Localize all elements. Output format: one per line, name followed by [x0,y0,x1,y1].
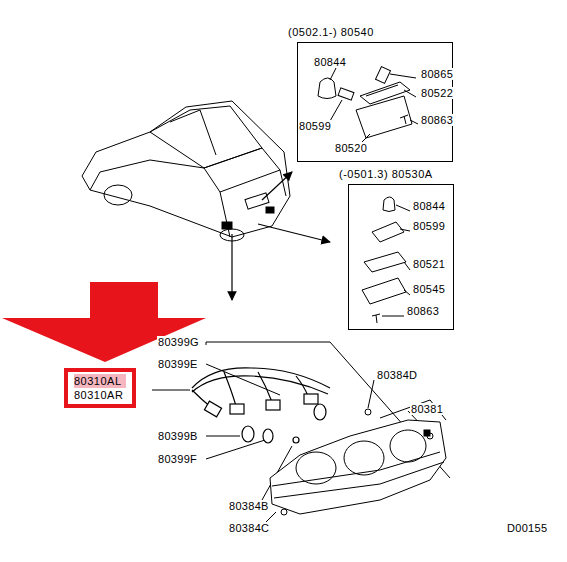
callout-number: D00155 [506,522,548,534]
callout-number: 80384D [376,369,418,381]
leader-lines [152,342,450,526]
license-lamp-parts-b [362,197,410,323]
callout-number: 80545 [412,283,446,295]
callout-number: 80863 [406,305,440,317]
callout-number: 80399B [157,430,199,442]
callout-number: 80599 [412,220,446,232]
view-arrow [232,172,330,300]
callout-number: 80844 [412,200,446,212]
callout-number: 80384C [228,522,270,534]
group-heading: (-0501.3) 80530A [337,168,435,180]
callout-number: 80399F [157,453,198,465]
callout-number: 80863 [420,114,454,126]
callout-number: 80381 [410,403,444,415]
callout-number: 80399E [157,358,199,370]
group-heading: (0502.1-) 80540 [286,26,376,38]
pointer-arrow [2,282,206,362]
tail-lamp [270,400,446,515]
wire-harness [192,368,330,443]
license-lamp-parts-a [318,67,418,146]
callout-number: 80865 [420,68,454,80]
callout-number: 80844 [313,56,347,68]
callout-number: 80599 [298,120,332,132]
part-number: 80310AR [74,388,126,402]
callout-number: 80399G [157,336,200,348]
callout-number: 80521 [412,258,446,270]
car-outline [82,101,290,241]
callout-number: 80384B [228,500,270,512]
part-number: 80310AL [74,374,126,388]
callout-number: 80522 [420,87,454,99]
part-number-box: 80310AL80310AR [64,368,136,408]
callout-number: 80520 [334,142,368,154]
